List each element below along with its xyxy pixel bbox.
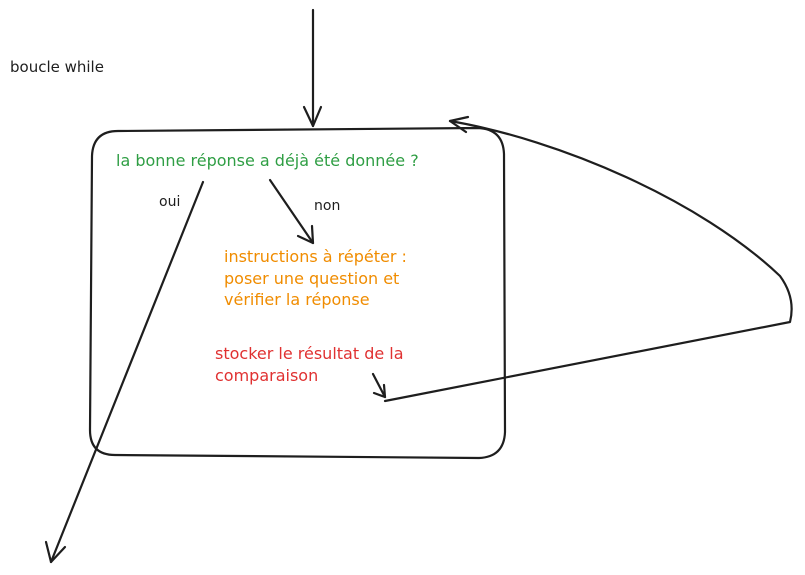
store-arrow [371, 372, 387, 399]
instructions-line-2: poser une question et [224, 268, 400, 288]
instructions-line-1: instructions à répéter : [224, 247, 407, 266]
entry-arrowhead [302, 105, 323, 128]
store-arrowhead [372, 383, 387, 399]
loop-instructions: instructions à répéter : poser une quest… [224, 246, 407, 311]
no-branch-arrowhead [296, 224, 315, 245]
no-branch-label: non [314, 198, 341, 214]
store-result-note: stocker le résultat de la comparaison [215, 343, 404, 386]
yes-branch-label: oui [159, 194, 181, 210]
store-line-2: comparaison [215, 365, 319, 385]
loop-back-arrowhead [448, 115, 470, 134]
no-branch-arrow [268, 178, 315, 245]
loop-back-curve [383, 119, 793, 403]
diagram-title: boucle while [10, 58, 104, 76]
yes-branch-arrow [49, 180, 205, 564]
loop-box [88, 126, 507, 460]
loop-condition: la bonne réponse a déjà été donnée ? [116, 151, 419, 170]
instructions-line-3: vérifier la réponse [224, 290, 370, 310]
store-line-1: stocker le résultat de la [215, 344, 404, 363]
yes-branch-arrowhead [44, 540, 67, 564]
